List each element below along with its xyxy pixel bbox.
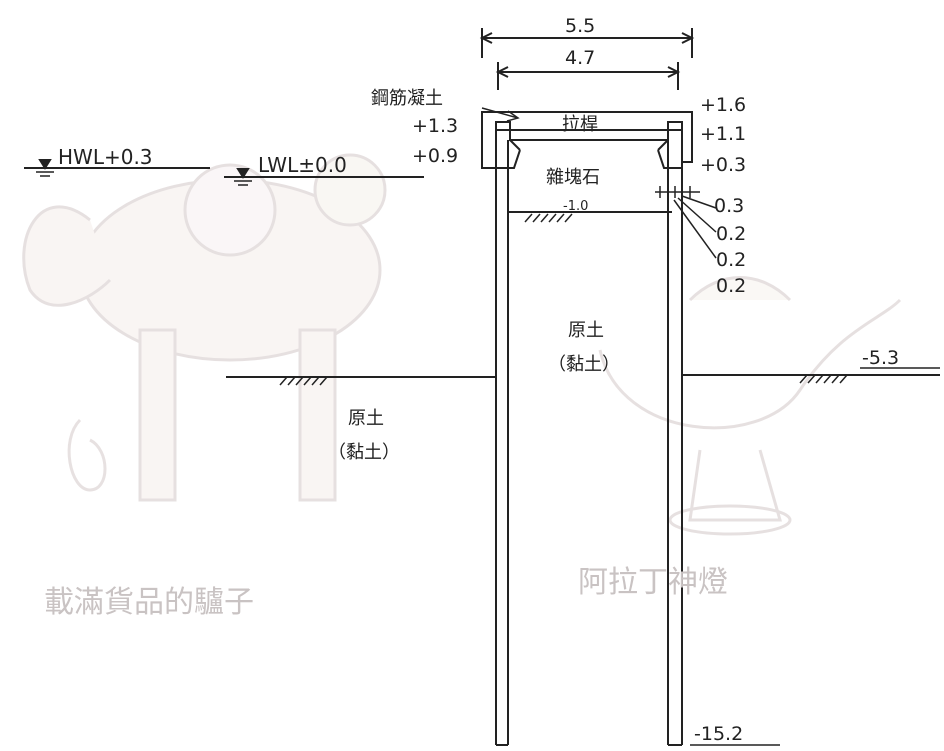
lwl-line <box>224 168 424 186</box>
dimension-layer-1: 0.2 <box>716 223 746 245</box>
elevation-left-mid: +0.9 <box>412 145 458 167</box>
rubble-ground-hatch <box>524 213 573 223</box>
watermark-donkey-caption: 載滿貨品的驢子 <box>44 585 254 620</box>
hwl-label: HWL+0.3 <box>58 145 153 169</box>
elevation-right-mid: +1.1 <box>700 123 746 145</box>
dimension-inner-width-label: 4.7 <box>565 47 595 69</box>
watermark-lamp-caption: 阿拉丁神燈 <box>578 565 728 600</box>
soil-inside-sublabel: （黏土） <box>548 354 620 375</box>
dimension-top-width-label: 5.5 <box>565 15 595 37</box>
dimension-cap-thickness: 0.3 <box>714 195 744 217</box>
watermark-lamp-illustration <box>598 276 902 536</box>
ground-right-elevation: -5.3 <box>862 347 899 369</box>
hwl-line <box>24 159 210 177</box>
elevation-fill-top: +0.3 <box>700 154 746 176</box>
left-sheet-pile <box>495 122 509 746</box>
watermark-donkey-illustration <box>22 153 387 502</box>
right-sheet-pile <box>667 122 683 746</box>
reinforced-concrete-label: 鋼筋凝土 <box>371 88 443 109</box>
concrete-leader <box>481 107 520 122</box>
soil-inside-label: 原土 <box>568 320 604 341</box>
pile-tip-elevation: -15.2 <box>694 723 743 745</box>
fill-bottom-elevation: -1.0 <box>563 199 588 214</box>
lwl-label: LWL±0.0 <box>258 153 347 177</box>
ground-right <box>682 374 940 384</box>
elevation-left-top: +1.3 <box>412 115 458 137</box>
layer-dimension-ticks <box>655 186 717 259</box>
ground-left <box>226 376 496 386</box>
dimension-layer-3: 0.2 <box>716 275 746 297</box>
tie-rod-label: 拉桿 <box>562 114 598 135</box>
dimension-layer-2: 0.2 <box>716 249 746 271</box>
soil-outside-sublabel: （黏土） <box>328 442 400 463</box>
soil-outside-label: 原土 <box>348 408 384 429</box>
dimension-top-width <box>479 28 695 58</box>
rubble-label: 雜塊石 <box>546 167 600 188</box>
dimension-inner-width <box>495 62 681 90</box>
elevation-right-top: +1.6 <box>700 94 746 116</box>
